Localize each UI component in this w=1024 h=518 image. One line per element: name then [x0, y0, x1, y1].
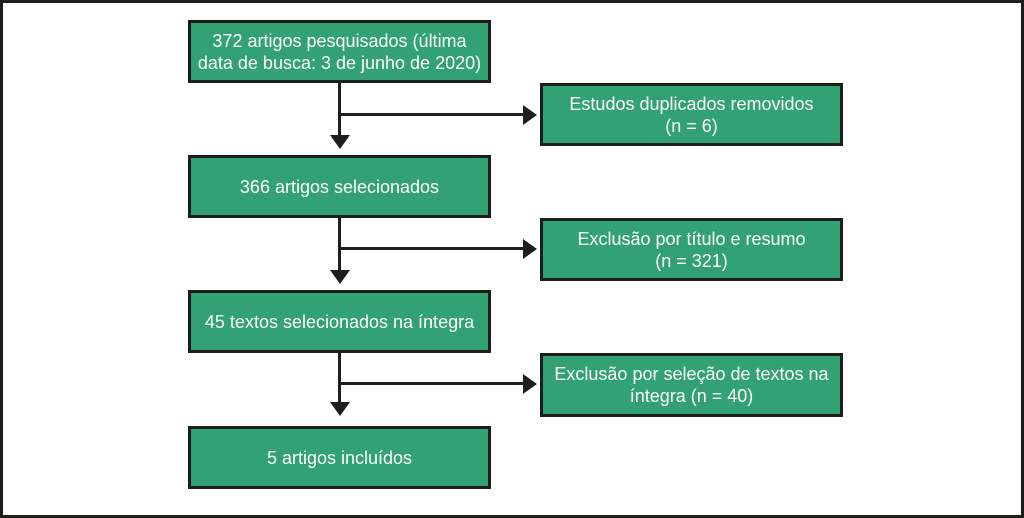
box-text-line: íntegra (n = 40): [629, 386, 754, 406]
connector-line-screened-to-fulltext: [338, 218, 341, 271]
box-articles-searched: 372 artigos pesquisados (última data de …: [188, 20, 491, 83]
arrow-down-icon: [330, 135, 350, 149]
box-text-line: (n = 6): [665, 115, 718, 136]
arrow-right-icon: [523, 105, 537, 125]
box-text-line: 45 textos selecionados na íntegra: [204, 311, 475, 332]
box-text-line: Exclusão por título e resumo: [577, 228, 806, 249]
box-text-line: (n = 321): [655, 250, 728, 271]
box-fulltext-selected: 45 textos selecionados na íntegra: [188, 290, 491, 353]
box-text-line: Exclusão por seleção de textos na: [554, 364, 829, 384]
box-text-line: 366 artigos selecionados: [239, 176, 440, 197]
arrow-down-icon: [330, 270, 350, 284]
connector-line-fulltext-to-included: [338, 353, 341, 404]
box-text-line: 5 artigos incluídos: [266, 447, 413, 468]
box-duplicates-removed: Estudos duplicados removidos (n = 6): [540, 83, 843, 146]
box-text-line: Estudos duplicados removidos: [569, 93, 814, 114]
arrow-down-icon: [330, 402, 350, 416]
arrow-right-icon: [523, 374, 537, 394]
box-articles-included: 5 artigos incluídos: [188, 426, 491, 489]
box-text-line: data de busca: 3 de junho de 2020): [197, 52, 482, 73]
connector-line-to-excluded-fulltext: [338, 382, 524, 385]
box-articles-selected: 366 artigos selecionados: [188, 155, 491, 218]
box-excluded-title-abstract: Exclusão por título e resumo (n = 321): [540, 218, 843, 281]
box-excluded-fulltext: Exclusão por seleção de textos na íntegr…: [540, 353, 843, 417]
connector-line-searched-to-screened: [338, 83, 341, 136]
connector-line-to-duplicates: [338, 113, 524, 116]
box-text-line: 372 artigos pesquisados (última: [212, 30, 467, 51]
connector-line-to-excluded-title: [338, 247, 524, 250]
arrow-right-icon: [523, 239, 537, 259]
